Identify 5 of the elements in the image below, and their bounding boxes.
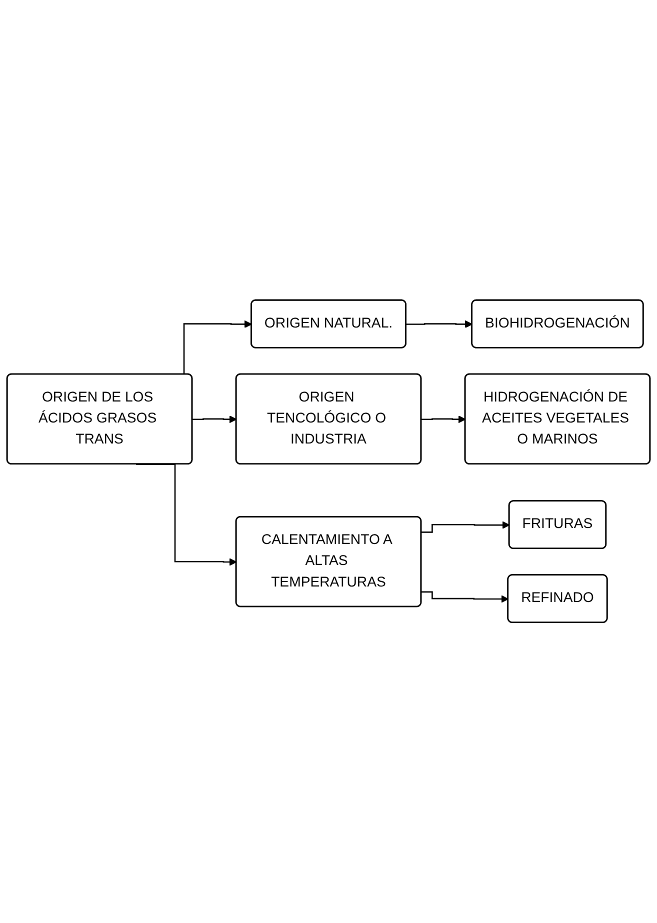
arrow (421, 416, 466, 424)
arrow (406, 320, 473, 328)
arrow (421, 592, 509, 604)
arrow (421, 521, 510, 534)
arrow (192, 416, 237, 424)
